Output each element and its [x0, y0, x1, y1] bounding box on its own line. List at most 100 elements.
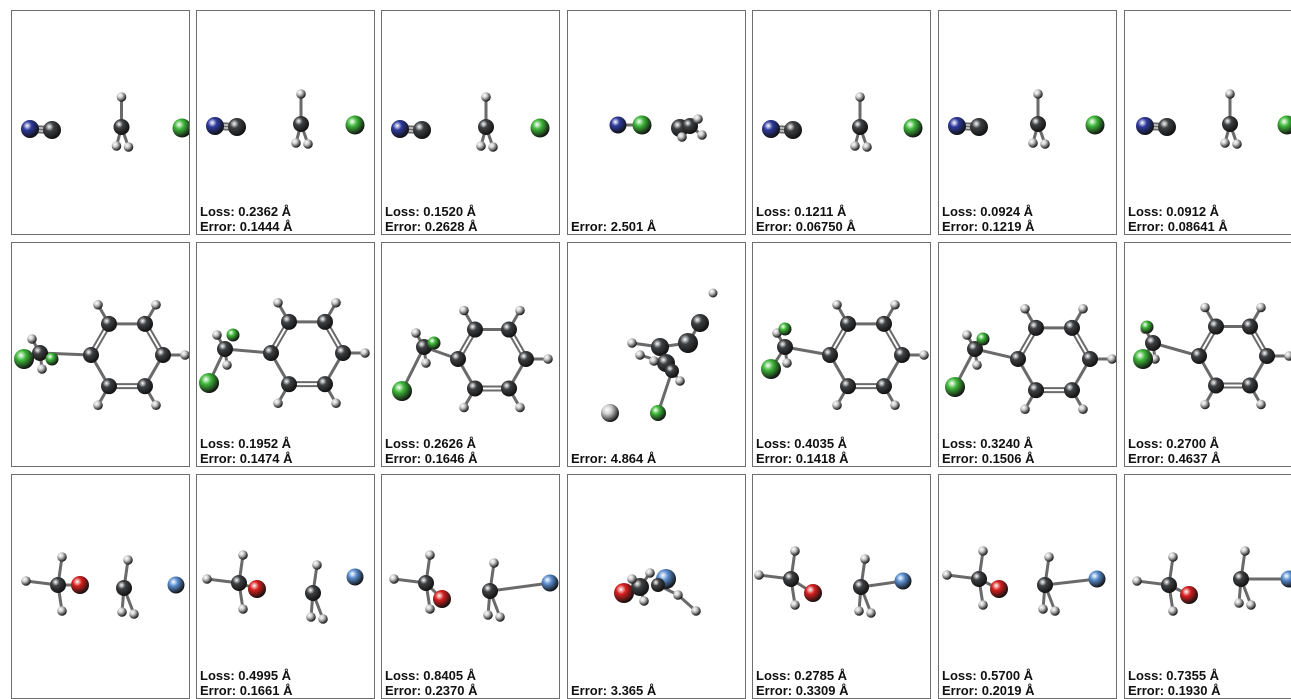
atom-c — [1208, 319, 1224, 335]
atom-h — [1200, 303, 1210, 313]
atom-h — [21, 576, 31, 586]
atom-h — [754, 570, 764, 580]
atom-c — [1064, 382, 1080, 398]
atom-h — [238, 550, 248, 560]
molecule-structure — [939, 11, 1117, 235]
atom-c — [101, 378, 117, 394]
molecule-structure — [568, 11, 746, 235]
molecule-structure — [1125, 475, 1291, 699]
atom-h — [543, 354, 553, 364]
atom-c — [231, 575, 247, 591]
atom-h — [27, 334, 37, 344]
loss-label: Loss: 0.8405 Å — [385, 668, 478, 683]
atom-h — [697, 130, 707, 140]
atom-h — [489, 558, 499, 568]
atom-h — [483, 610, 493, 620]
molecule-structure — [753, 243, 931, 467]
atom-c — [217, 341, 233, 357]
atom-o — [71, 576, 89, 594]
atom-c — [450, 351, 466, 367]
atom-cl — [199, 373, 219, 393]
bonds — [30, 97, 129, 147]
atom-h — [117, 607, 127, 617]
error-label: Error: 0.2370 Å — [385, 683, 478, 698]
atom-h — [123, 555, 133, 565]
atom-c — [1208, 377, 1224, 393]
atom-h — [238, 604, 248, 614]
atom-h — [112, 141, 122, 151]
atom-h — [649, 356, 659, 366]
atom-c — [335, 345, 351, 361]
atom-h — [273, 298, 283, 308]
atom-c — [281, 376, 297, 392]
loss-label — [571, 204, 656, 219]
loss-label: Loss: 0.1520 Å — [385, 204, 478, 219]
molecule-structure — [1125, 11, 1291, 235]
atom-h — [832, 300, 842, 310]
atom-h — [312, 560, 322, 570]
atom-c — [116, 580, 132, 596]
atom-cl — [945, 377, 965, 397]
molecule-structure — [382, 243, 560, 467]
error-label: Error: 0.1646 Å — [385, 451, 478, 466]
loss-label — [571, 668, 656, 683]
atom-h — [93, 300, 103, 310]
atom-h — [1078, 304, 1088, 314]
atom-c — [1064, 320, 1080, 336]
error-label: Error: 0.4637 Å — [1128, 451, 1221, 466]
loss-label: Loss: 0.0912 Å — [1128, 204, 1228, 219]
atom-h — [1200, 400, 1210, 410]
error-label: Error: 0.3309 Å — [756, 683, 849, 698]
atom-h — [854, 606, 864, 616]
atom-o — [804, 584, 822, 602]
atoms — [1136, 89, 1291, 149]
atom-h — [1040, 139, 1050, 149]
atom-h — [1284, 351, 1291, 361]
atom-c — [1145, 335, 1161, 351]
molecule-structure — [939, 243, 1117, 467]
error-label: Error: 0.1506 Å — [942, 451, 1035, 466]
loss-label: Loss: 0.2626 Å — [385, 436, 478, 451]
atom-h — [151, 400, 161, 410]
atom-o — [990, 580, 1008, 598]
atom-c — [1259, 348, 1275, 364]
atom-c — [1191, 348, 1207, 364]
atom-h — [677, 132, 687, 142]
atom-cl — [428, 337, 441, 350]
bonds — [771, 97, 867, 147]
atom-c — [691, 314, 709, 332]
molecule-structure — [753, 11, 931, 235]
atom-h — [421, 358, 431, 368]
atom-c — [971, 571, 987, 587]
atom-h — [1028, 138, 1038, 148]
atom-c — [137, 378, 153, 394]
atom-o — [433, 590, 451, 608]
atom-c — [50, 577, 66, 593]
atom-h — [222, 360, 232, 370]
atom-h — [1225, 89, 1235, 99]
atom-c — [1158, 118, 1176, 136]
atom-h — [890, 400, 900, 410]
atom-h — [1220, 138, 1230, 148]
atom-h — [37, 364, 47, 374]
atom-n — [610, 117, 627, 134]
error-label: Error: 2.501 Å — [571, 219, 656, 234]
atom-h — [860, 554, 870, 564]
atom-cl — [633, 116, 652, 135]
atom-h — [866, 608, 876, 618]
loss-label: Loss: 0.0924 Å — [942, 204, 1035, 219]
error-label: Error: 0.1661 Å — [200, 683, 293, 698]
atom-h — [1256, 400, 1266, 410]
bonds — [947, 551, 1097, 611]
atom-h — [855, 92, 865, 102]
atom-c — [114, 119, 130, 135]
